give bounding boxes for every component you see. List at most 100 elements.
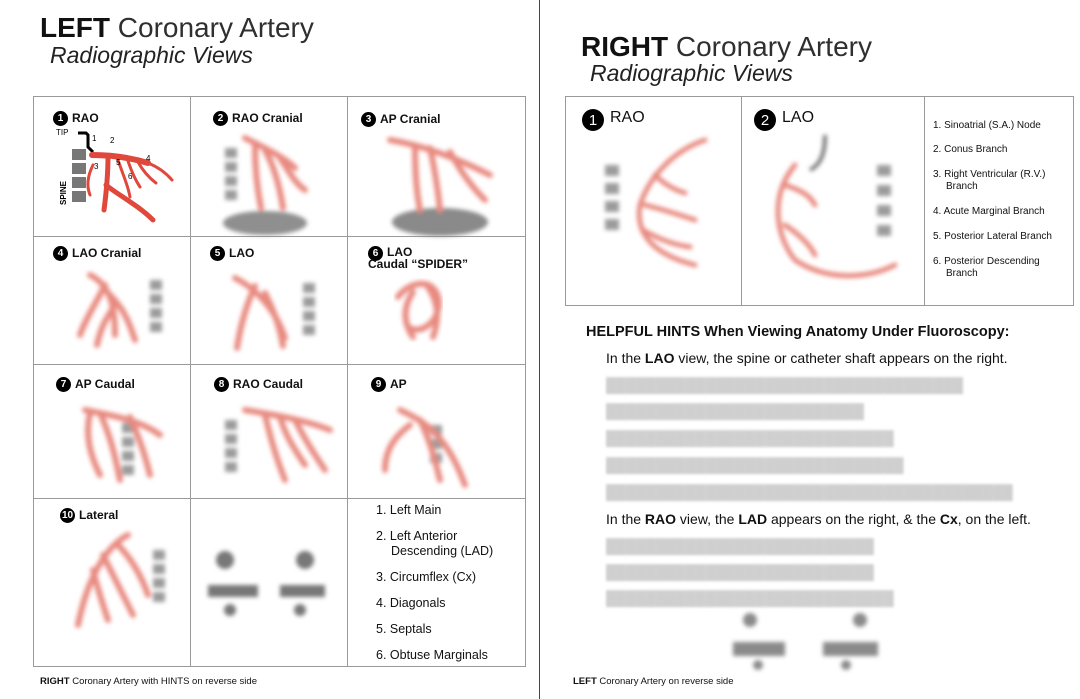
blurred-hint-line: ███████████████████████████	[606, 538, 874, 554]
view-cell-lao-cranial	[34, 237, 191, 365]
left-title: LEFT Coronary Artery	[40, 13, 314, 43]
legend-item: Branch	[946, 181, 978, 192]
view-label-text: RAO Caudal	[233, 377, 304, 391]
view-number-badge: 4	[53, 246, 68, 261]
branch-label-1: 1	[92, 134, 97, 143]
hint-bold: RAO	[644, 511, 677, 527]
view-label-text: LAO	[229, 246, 255, 260]
view-number-badge: 10	[60, 508, 75, 523]
hint-bold: LAO	[644, 350, 675, 366]
left-footer-rest: Coronary Artery with HINTS on reverse si…	[72, 676, 257, 687]
view-number-badge: 6	[368, 246, 383, 261]
blurred-hint-line: █████████████████████████████	[606, 590, 894, 606]
hint-text: , on the left.	[957, 511, 1031, 527]
view-label-2: 2 RAO Cranial	[213, 111, 303, 126]
hint-text: In the	[606, 511, 645, 527]
left-subtitle: Radiographic Views	[50, 42, 253, 68]
view-number-badge: 1	[582, 109, 604, 131]
view-cell-right-rao	[566, 97, 742, 305]
hint-lao-spine: In the LAO view, the spine or catheter s…	[606, 350, 1008, 366]
legend-item: 3. Right Ventricular (R.V.)	[933, 169, 1046, 180]
lao-image	[232, 275, 315, 351]
blurred-hint-line: ███████████████████████████	[606, 564, 874, 580]
hints-title: HELPFUL HINTS When Viewing Anatomy Under…	[586, 324, 1010, 340]
ap-caudal-image	[82, 407, 163, 483]
left-footer-bold: RIGHT	[40, 676, 70, 687]
view-cell-lateral	[34, 499, 191, 666]
legend-item: Branch	[946, 268, 978, 279]
view-cell-rao-caudal	[191, 365, 348, 499]
page-divider	[539, 0, 540, 699]
view-label-text: Lateral	[79, 508, 119, 522]
rao-caudal-image	[225, 407, 333, 483]
right-title: RIGHT Coronary Artery	[581, 32, 872, 62]
blurred-hint-line: █████████████████████████████	[606, 430, 894, 446]
rao-cranial-image	[223, 135, 308, 235]
hint-text: view, the	[676, 511, 739, 527]
view-number-badge: 1	[53, 111, 68, 126]
view-label-text: AP	[390, 377, 407, 391]
view-number-badge: 2	[213, 111, 228, 126]
branch-label-6: 6	[128, 172, 133, 181]
right-footer: LEFT Coronary Artery on reverse side	[573, 676, 734, 687]
blurred-hint-line: ████████████████████████████████████████…	[606, 484, 1013, 500]
view-label-8: 8 RAO Caudal	[214, 377, 303, 392]
view-cell-lao	[191, 237, 348, 365]
view-cell-ap-caudal	[34, 365, 191, 499]
blurred-figures-image	[208, 551, 325, 616]
hint-rao-lad: In the RAO view, the LAD appears on the …	[606, 511, 1031, 527]
lao-cranial-image	[77, 272, 162, 348]
lateral-image	[75, 532, 165, 628]
legend-item: 6. Posterior Descending	[933, 256, 1040, 267]
right-lao-image	[775, 134, 898, 279]
hint-text: appears on the right, & the	[767, 511, 940, 527]
view-label-text-2: Caudal “SPIDER”	[368, 257, 469, 271]
legend-item: 3. Circumflex (Cx)	[376, 570, 477, 584]
branch-label-3: 3	[94, 162, 99, 171]
view-cell-ap	[348, 365, 525, 499]
hint-text: In the	[606, 350, 645, 366]
view-label-text: RAO Cranial	[232, 111, 303, 125]
legend-item: 5. Septals	[376, 622, 432, 636]
view-cell-right-lao	[742, 97, 925, 305]
branch-label-4: 4	[146, 154, 151, 163]
view-cell-ap-cranial	[348, 97, 525, 237]
lao-caudal-spider-image	[395, 280, 442, 340]
view-cell-rao-cranial	[191, 97, 348, 237]
blurred-hint-line: ██████████████████████████████	[606, 457, 904, 473]
view-cell-rao	[34, 97, 191, 237]
hint-text: view, the spine or catheter shaft appear…	[674, 350, 1008, 366]
right-rao-image	[605, 137, 708, 268]
hint-figures-image	[733, 613, 878, 670]
view-label-text: LAO	[782, 109, 815, 126]
view-label-10: 10 Lateral	[60, 508, 118, 523]
right-footer-bold: LEFT	[573, 676, 597, 687]
view-number-badge: 2	[754, 109, 776, 131]
tip-label: TIP	[56, 128, 68, 137]
rao-diagram: TIP 1 2 3 4 5 6 SPINE	[56, 128, 174, 223]
view-cell-lao-caudal	[348, 237, 525, 365]
right-title-rest: Coronary Artery	[675, 31, 872, 62]
right-title-bold: RIGHT	[581, 31, 669, 62]
hint-bold: LAD	[738, 511, 768, 527]
legend-item: 4. Acute Marginal Branch	[933, 206, 1045, 217]
legend-item: 2. Left Anterior	[376, 529, 458, 543]
left-title-rest: Coronary Artery	[117, 12, 314, 43]
right-footer-rest: Coronary Artery on reverse side	[599, 676, 734, 687]
branch-label-5: 5	[116, 158, 121, 167]
spine-label: SPINE	[59, 180, 68, 205]
legend-item: 1. Left Main	[376, 503, 442, 517]
view-number-badge: 8	[214, 377, 229, 392]
view-label-5: 5 LAO	[210, 246, 254, 261]
view-cell-blurred-figures	[191, 499, 348, 666]
blurred-hint-line: ██████████████████████████	[606, 403, 864, 419]
view-number-badge: 5	[210, 246, 225, 261]
view-number-badge: 7	[56, 377, 71, 392]
legend-item: Descending (LAD)	[391, 544, 494, 558]
legend-item: 4. Diagonals	[376, 596, 446, 610]
branch-label-2: 2	[110, 136, 115, 145]
